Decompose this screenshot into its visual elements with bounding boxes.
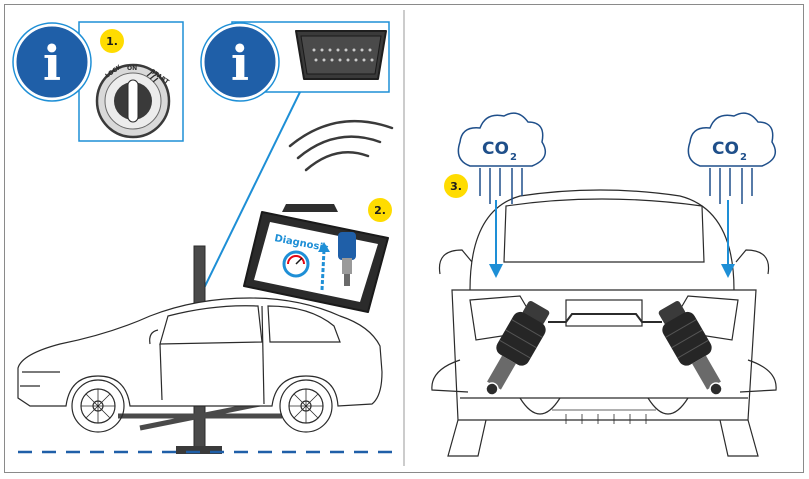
co2-cloud-left: CO 2	[457, 112, 547, 204]
emission-lines-left	[479, 168, 523, 204]
info-icon: i	[200, 22, 280, 102]
info-symbol: i	[43, 36, 61, 92]
co2-label-right: CO	[712, 139, 739, 159]
co2-subscript-left: 2	[510, 152, 517, 163]
arrow-down-icon	[489, 200, 503, 278]
diagnostic-tablet-icon: Diagnosis	[243, 204, 389, 313]
step-2-label: 2.	[374, 204, 386, 217]
arrow-down-icon	[721, 200, 735, 278]
air-line	[548, 313, 662, 323]
co2-label-left: CO	[482, 139, 509, 159]
obd-connector-icon	[295, 30, 387, 80]
ignition-pos-on: ON	[127, 65, 137, 72]
step-2-badge: 2.	[368, 198, 392, 222]
step-1-label: 1.	[106, 35, 118, 48]
info-symbol: i	[231, 36, 249, 92]
wireless-signal-icon	[288, 119, 394, 172]
co2-subscript-right: 2	[740, 152, 747, 163]
co2-cloud-right: CO 2	[687, 112, 777, 204]
emission-lines-right	[709, 168, 753, 204]
step-3-badge: 3.	[444, 174, 468, 198]
info-icon: i	[12, 22, 92, 102]
air-strut-right	[658, 300, 723, 396]
car-side-view	[17, 297, 383, 433]
figure-frame	[4, 4, 804, 473]
air-strut-left	[485, 300, 550, 396]
step-3-label: 3.	[450, 180, 462, 193]
ignition-info-box: LOCK ON START	[78, 21, 184, 142]
step-1-badge: 1.	[100, 29, 124, 53]
car-rear-view	[431, 189, 777, 457]
ignition-switch-icon: LOCK ON START	[95, 64, 171, 139]
